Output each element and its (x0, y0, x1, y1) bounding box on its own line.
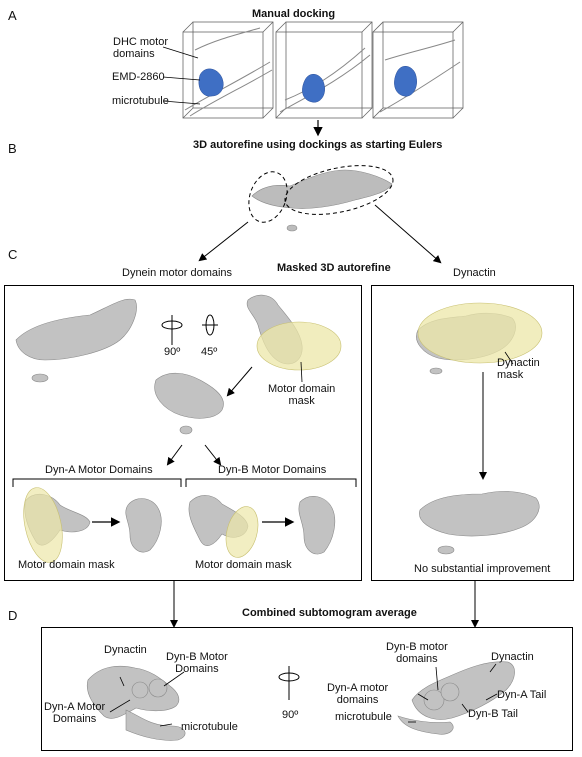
dynactin-mask-label: Dynactin mask (497, 357, 540, 381)
dynactin-refine-box (371, 285, 574, 581)
dhc-motor-domains-label: DHC motor domains (113, 36, 169, 60)
dynactin-label-d-right: Dynactin (491, 651, 534, 663)
dynein-density-c2 (154, 372, 224, 435)
dynein-refine-box (4, 285, 362, 581)
dyn-b-label-d-right: Dyn-B motor domains (386, 641, 448, 665)
masked-autorefine-title: Masked 3D autorefine (277, 262, 391, 274)
dashed-mask-right (284, 165, 394, 215)
panel-label-a: A (8, 8, 17, 23)
dyn-a-bracket (12, 478, 182, 487)
motor-mask-a-label: Motor domain mask (18, 559, 115, 571)
dyn-a-label-d-right: Dyn-A motor domains (327, 682, 389, 706)
microtubule-label-d-left: microtubule (181, 721, 238, 733)
rotate-45-icon (202, 314, 218, 336)
microtubule-label-d-right: microtubule (335, 711, 392, 723)
microtubule-label-a: microtubule (112, 95, 169, 107)
dynein-density-c1 (15, 298, 137, 383)
rotate-90-label: 90º (164, 346, 181, 358)
dynactin-label-d-left: Dynactin (104, 644, 147, 656)
dynactin-result-density (419, 491, 540, 555)
dynactin-heading: Dynactin (453, 267, 496, 279)
dyn-b-mask-density (188, 495, 259, 558)
motor-mask-b-label: Motor domain mask (195, 559, 292, 571)
dashed-mask-left (248, 171, 288, 223)
dyn-a-label-d-left: Dyn-A Motor Domains (44, 701, 106, 725)
dyn-a-tail-label: Dyn-A Tail (497, 689, 547, 701)
microtubule-density-a (184, 27, 461, 117)
dyn-b-bracket (185, 478, 357, 487)
dyn-b-tail-label: Dyn-B Tail (468, 708, 518, 720)
dyn-a-result-density (125, 498, 162, 553)
no-improvement-label: No substantial improvement (414, 563, 551, 575)
panel-label-b: B (8, 141, 17, 156)
panel-label-d: D (8, 608, 18, 623)
rotate-90-label-d: 90º (282, 709, 299, 721)
emd-2860-density (198, 65, 417, 103)
combined-average-left (86, 665, 186, 741)
tomogram-box-3 (372, 21, 464, 119)
rotate-90-icon (161, 315, 183, 345)
autorefine-density-b (251, 169, 393, 232)
panel-label-c: C (8, 247, 18, 262)
tomogram-box-2 (275, 21, 373, 119)
combined-average-title: Combined subtomogram average (242, 607, 417, 619)
emd-2860-label: EMD-2860 (112, 71, 165, 83)
dynein-motor-domains-heading: Dynein motor domains (122, 267, 233, 279)
dynactin-mask-view (416, 302, 543, 375)
dyn-b-result-density (298, 496, 336, 555)
motor-domain-mask-view (246, 294, 342, 371)
dyn-a-heading: Dyn-A Motor Domains (45, 464, 153, 476)
motor-domain-mask-label: Motor domain mask (268, 383, 336, 407)
autorefine-title: 3D autorefine using dockings as starting… (193, 139, 443, 151)
combined-average-box (41, 627, 573, 751)
dyn-a-mask-density (23, 487, 91, 563)
manual-docking-title: Manual docking (252, 8, 336, 20)
dyn-b-heading: Dyn-B Motor Domains (218, 464, 327, 476)
rotate-90-icon-d (278, 666, 300, 700)
dyn-b-label-d-left: Dyn-B Motor Domains (166, 651, 228, 675)
combined-average-right (397, 661, 515, 735)
rotate-45-label: 45º (201, 346, 218, 358)
